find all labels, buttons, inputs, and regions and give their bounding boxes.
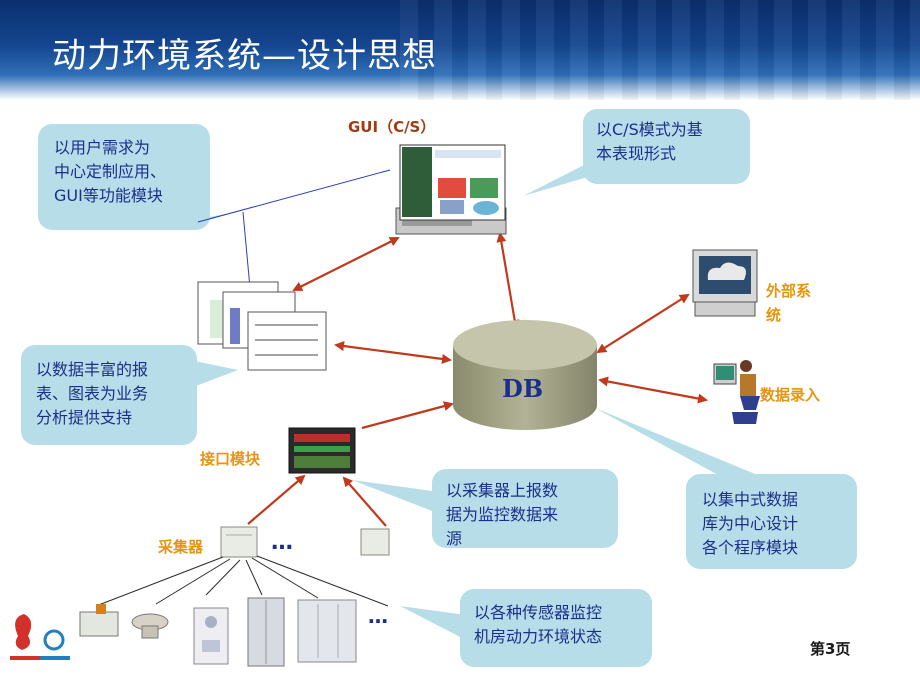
callout-line: 中心定制应用、 (54, 162, 167, 181)
callout-line: 以各种传感器监控 (474, 603, 603, 622)
arrow-interface-db (361, 401, 454, 430)
connector-line (197, 169, 391, 223)
sensor-link-line (251, 557, 319, 599)
arrow-entry-db (598, 376, 708, 404)
callout-line: 以用户需求为 (54, 138, 151, 157)
callout-line: 分析提供支持 (36, 408, 133, 427)
ellipsis-collectors: … (271, 530, 293, 555)
arrow-collector2-interface (342, 476, 387, 527)
arrow-collector-interface (247, 474, 306, 525)
callout-line: 据为监控数据来 (446, 505, 559, 524)
ellipsis-sensors: … (368, 604, 388, 628)
callout-collector-source (352, 469, 618, 548)
callout-line: 各个程序模块 (702, 538, 799, 557)
header-banner (0, 0, 920, 100)
collector-box-icon (360, 528, 390, 556)
air-conditioner-icon (297, 599, 357, 663)
arrow-reports-gui (292, 237, 400, 291)
header-crowd-pattern (400, 0, 920, 100)
arrow-gui-db (496, 232, 520, 330)
callout-line: 以采集器上报数 (446, 481, 559, 500)
data-entry-person-icon (713, 360, 760, 424)
sensor-link-line (95, 556, 224, 607)
interface-module-icon (288, 427, 356, 474)
smoke-detector-icon (131, 613, 169, 639)
callout-line: 本表现形式 (596, 144, 677, 163)
external-system-computer-icon (692, 249, 758, 317)
callout-reports (21, 345, 238, 445)
callout-line: 以C/S模式为基 (596, 120, 703, 139)
external-system-label-line2: 统 (766, 306, 782, 324)
database-cylinder (453, 320, 597, 430)
slide-title: 动力环境系统—设计思想 (52, 36, 437, 76)
olympic-logo (10, 614, 40, 660)
callout-central-db-text: 以集中式数据 库为中心设计 各个程序模块 (702, 488, 798, 560)
callout-sensors-text: 以各种传感器监控 机房动力环境状态 (474, 601, 602, 649)
db-label: DB (502, 374, 544, 403)
callout-user-needs-text: 以用户需求为 中心定制应用、 GUI等功能模块 (54, 136, 166, 208)
arrow-external-db (596, 293, 690, 354)
callout-reports-text: 以数据丰富的报 表、图表为业务 分析提供支持 (36, 358, 148, 430)
callout-line: GUI等功能模块 (54, 186, 163, 205)
callout-cs-mode-text: 以C/S模式为基 本表现形式 (596, 118, 703, 166)
callout-sensors (400, 589, 652, 667)
callout-line: 以数据丰富的报 (36, 360, 149, 379)
arrow-reports-db (334, 341, 452, 364)
callout-central-db (595, 408, 857, 569)
sensor-link-line (205, 559, 241, 596)
gui-computer-icon (395, 144, 507, 235)
callout-line: 源 (446, 529, 463, 548)
collector-label: 采集器 (158, 538, 204, 556)
callout-collector-source-text: 以采集器上报数 据为监控数据来 源 (446, 479, 558, 551)
callout-line: 机房动力环境状态 (474, 627, 603, 646)
power-cabinet-icon (247, 597, 285, 667)
page-number: 第3页 (810, 640, 851, 658)
collector-box-icon (220, 526, 258, 558)
china-mobile-logo (40, 629, 70, 660)
water-sensor-icon (193, 607, 229, 665)
gui-label: GUI（C/S） (348, 118, 436, 136)
connector-line (242, 211, 251, 289)
sensor-link-line (155, 558, 231, 605)
callout-user-needs (38, 124, 236, 230)
temperature-sensor-icon (79, 604, 119, 637)
callout-line: 库为中心设计 (702, 514, 799, 533)
reports-documents-icon (197, 281, 327, 371)
sensor-link-line (245, 559, 263, 596)
external-system-label-line1: 外部系 (766, 282, 812, 300)
callout-cs-mode (523, 109, 750, 196)
interface-module-label: 接口模块 (200, 450, 261, 468)
callout-line: 表、图表为业务 (36, 384, 149, 403)
callout-line: 以集中式数据 (702, 490, 799, 509)
sensor-link-line (256, 555, 389, 607)
data-entry-label: 数据录入 (760, 386, 821, 404)
